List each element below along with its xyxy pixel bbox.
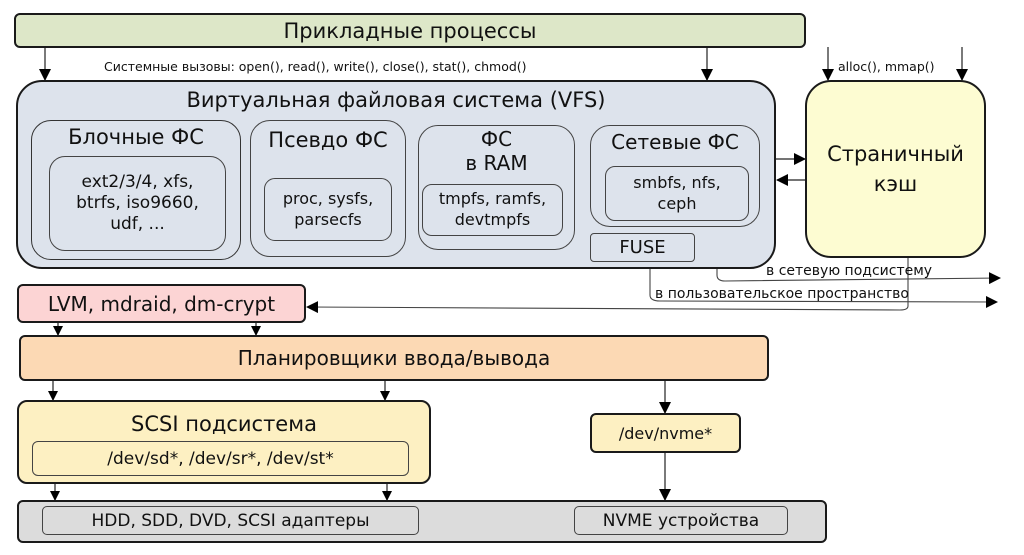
scsi-title: SCSI подсистема [131, 412, 317, 436]
ram-fs-group [418, 125, 575, 250]
apps-box: Прикладные процессы [14, 13, 806, 48]
nvme-dev-label: /dev/nvme* [618, 423, 713, 443]
ram-fs-list: tmpfs, ramfs, devtmpfs [422, 184, 563, 236]
network-fs-list: smbfs, nfs, ceph [605, 166, 749, 221]
to-userspace-label: в пользовательское пространство [655, 286, 909, 302]
to-network-label: в сетевую подсистему [766, 263, 933, 279]
scsi-devices-label: /dev/sd*, /dev/sr*, /dev/st* [107, 448, 334, 469]
block-fs-group [31, 120, 241, 260]
pseudo-fs-items: proc, sysfs, parsecfs [282, 188, 374, 229]
block-fs-title: Блочные ФС [68, 125, 204, 149]
scsi-hardware-label: HDD, SDD, DVD, SCSI адаптеры [91, 510, 370, 531]
lvm-box: LVM, mdraid, dm-crypt [17, 284, 306, 323]
pseudo-fs-group [250, 120, 406, 257]
lvm-label: LVM, mdraid, dm-crypt [47, 291, 276, 316]
pseudo-fs-list: proc, sysfs, parsecfs [264, 178, 392, 241]
scsi-hardware-box: HDD, SDD, DVD, SCSI адаптеры [42, 506, 419, 535]
io-scheduler-box: Планировщики ввода/вывода [19, 335, 769, 381]
page-cache-box: Страничный кэш [805, 80, 986, 258]
nvme-hardware-label: NVME устройства [602, 510, 760, 531]
ram-fs-title: ФС в RAM [465, 127, 528, 175]
block-fs-items: ext2/3/4, xfs, btrfs, iso9660, udf, ... [76, 171, 199, 235]
network-fs-group [590, 125, 760, 227]
nvme-dev-box: /dev/nvme* [590, 413, 741, 453]
network-fs-title: Сетевые ФС [611, 130, 739, 154]
fuse-box: FUSE [590, 233, 695, 262]
vfs-title: Виртуальная файловая система (VFS) [186, 88, 606, 112]
nvme-hardware-box: NVME устройства [574, 506, 788, 535]
block-fs-list: ext2/3/4, xfs, btrfs, iso9660, udf, ... [49, 156, 226, 251]
fuse-label: FUSE [619, 237, 666, 258]
scsi-devices-box: /dev/sd*, /dev/sr*, /dev/st* [32, 441, 409, 476]
pseudo-fs-title: Псевдо ФС [268, 128, 388, 152]
mem-calls-label: alloc(), mmap() [838, 59, 935, 74]
ram-fs-items: tmpfs, ramfs, devtmpfs [438, 189, 547, 229]
io-scheduler-label: Планировщики ввода/вывода [237, 346, 551, 370]
scsi-box [17, 400, 431, 484]
syscalls-label: Системные вызовы: open(), read(), write(… [104, 59, 527, 74]
hardware-box [17, 500, 827, 543]
apps-label: Прикладные процессы [283, 18, 537, 43]
page-cache-label: Страничный кэш [827, 141, 964, 196]
network-fs-items: smbfs, nfs, ceph [633, 172, 721, 213]
